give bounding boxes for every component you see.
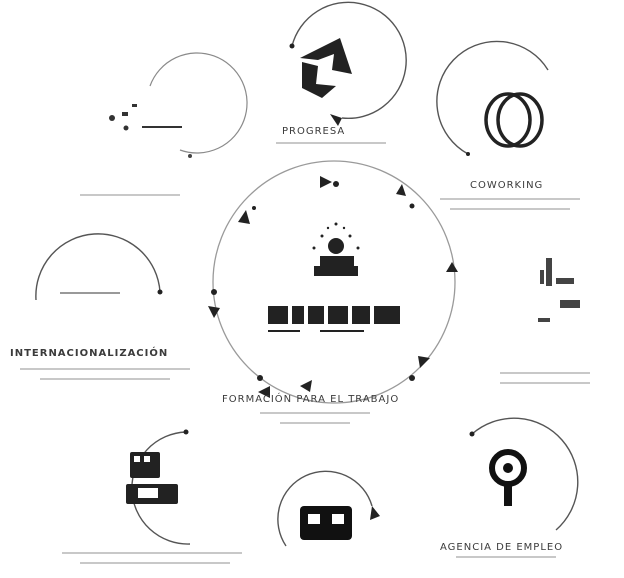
progresa-label: PROGRESA	[282, 126, 346, 137]
bottom-left-icon	[126, 452, 178, 504]
progresa-module	[289, 1, 407, 126]
top-left-icon	[109, 104, 182, 131]
bottom-center-module	[277, 470, 380, 547]
progresa-icon	[300, 38, 352, 98]
internacionalizacion-module	[35, 233, 163, 301]
formacion-label: FORMACIÓN PARA EL TRABAJO	[222, 394, 400, 405]
agencia-module	[469, 417, 579, 531]
coworking-icon	[484, 92, 544, 148]
right-module	[538, 258, 580, 322]
coworking-label: COWORKING	[470, 180, 544, 191]
bottom-center-icon	[300, 506, 352, 540]
logo-emblem	[312, 222, 360, 276]
coworking-module	[436, 40, 549, 156]
agencia-label: AGENCIA DE EMPLEO	[440, 542, 564, 553]
faint-descriptions	[20, 142, 590, 564]
magnifier-icon	[489, 449, 527, 506]
ring-arrowheads	[208, 176, 458, 398]
ring-dots	[211, 181, 415, 381]
internacionalizacion-label: INTERNACIONALIZACIÓN	[10, 348, 169, 359]
logo-wordmark	[268, 306, 400, 332]
top-left-module	[109, 52, 248, 158]
central-cycle-ring	[212, 160, 456, 404]
center-logo	[268, 222, 400, 332]
bottom-left-module	[126, 429, 191, 545]
